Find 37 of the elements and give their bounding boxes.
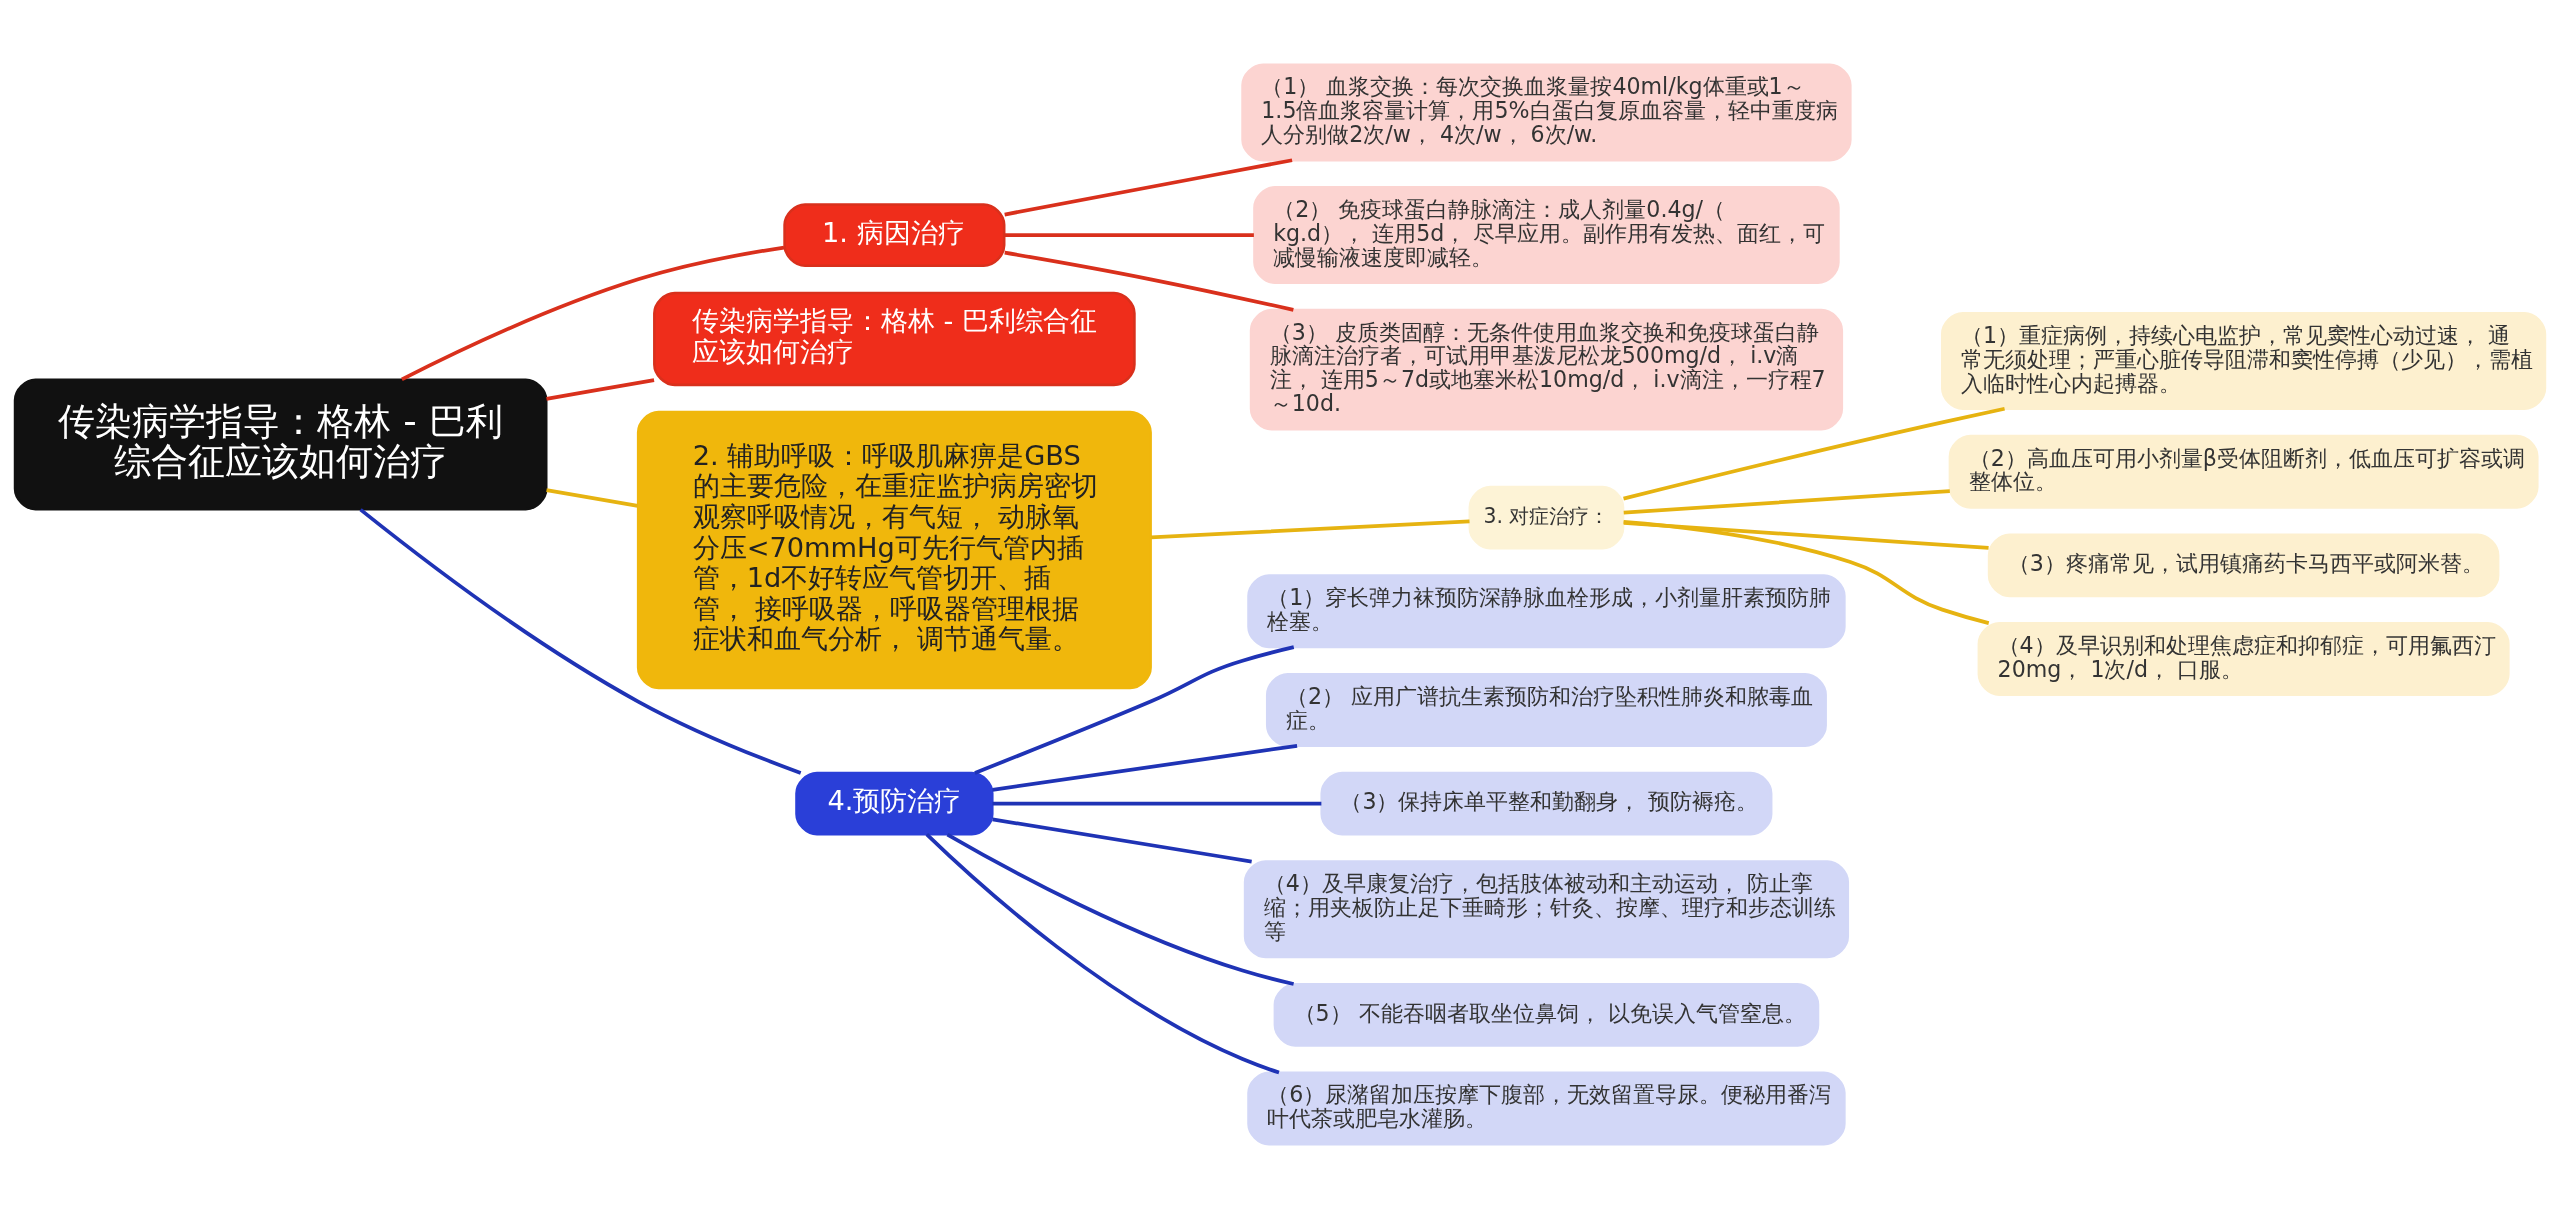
connector (992, 801, 1322, 806)
connector (1150, 519, 1470, 540)
node-box: （2）高血压可用小剂量β受体阻断剂，低血压可扩容或调整体位。 (1948, 434, 2539, 509)
connector (992, 817, 1252, 864)
connector (546, 488, 639, 508)
connector (1623, 489, 1950, 515)
connector (1004, 250, 1294, 312)
node-box: （2） 免疫球蛋白静脉滴注：成人剂量0.4g/（kg.d）， 连用5d， 尽早应用。副作用有发热、面红，可减慢输液速度即减轻。 (1253, 186, 1840, 284)
node-box: 传染病学指导：格林 - 巴利综合征应该如何治疗 (653, 291, 1136, 387)
node-box: 3. 对症治疗： (1468, 485, 1625, 550)
connector (925, 833, 1280, 1075)
connector (992, 743, 1298, 792)
connector (1623, 521, 1989, 550)
connector (546, 378, 655, 401)
node-box: （1）穿长弹力袜预防深静脉血栓形成，小剂量肝素预防肺栓塞。 (1247, 574, 1846, 649)
connector (1004, 158, 1293, 217)
node-box: （5） 不能吞咽者取坐位鼻饲， 以免误入气管窒息。 (1273, 982, 1820, 1047)
connector (1623, 406, 2005, 501)
node-box: （3） 皮质类固醇：无条件使用血浆交换和免疫球蛋白静脉滴注治疗者，可试用甲基泼尼松龙500mg/d， i.v滴注， 连用5～7d或地塞米松10mg/d， i.v滴注，一疗程7～10d. (1249, 308, 1844, 431)
node-box: 1. 病因治疗 (783, 203, 1006, 267)
connector (974, 645, 1295, 775)
node-box: （6）尿潴留加压按摩下腹部，无效留置导尿。便秘用番泻叶代茶或肥皂水灌肠。 (1247, 1071, 1846, 1146)
node-box: 传染病学指导：格林 - 巴利综合征应该如何治疗 (13, 378, 548, 511)
node-box: （3）保持床单平整和勤翻身， 预防褥疮。 (1320, 771, 1773, 836)
node-box: （2） 应用广谱抗生素预防和治疗坠积性肺炎和脓毒血症。 (1265, 673, 1827, 748)
connector (401, 245, 785, 382)
node-box: （4）及早康复治疗，包括肢体被动和主动运动， 防止挛缩；用夹板防止足下垂畸形；针灸、按摩、理疗和步态训练等 (1243, 860, 1850, 959)
node-box: 2. 辅助呼吸：呼吸肌麻痹是GBS的主要危险，在重症监护病房密切观察呼吸情况，有气短， 动脉氧分压<70mmHg可先行气管内插管，1d不好转应气管切开、插管， 接呼吸器，呼吸器管理根据症状和血气分析， 调节通气量。 (636, 410, 1152, 690)
connector (359, 508, 802, 775)
node-box: 4.预防治疗 (795, 771, 994, 836)
node-box: （1）重症病例，持续心电监护，常见窦性心动过速， 通常无须处理；严重心脏传导阻滞和窦性停搏（少见），需植入临时性心内起搏器。 (1941, 312, 2547, 410)
node-box: （4）及早识别和处理焦虑症和抑郁症，可用氟西汀20mg， 1次/d， 口服。 (1977, 621, 2510, 696)
node-box: （1） 血浆交换：每次交换血浆量按40ml/kg体重或1～1.5倍血浆容量计算，用5%白蛋白复原血容量，轻中重度病人分别做2次/w， 4次/w， 6次/w. (1241, 63, 1852, 162)
connector (1004, 233, 1254, 237)
connector (946, 833, 1295, 986)
connector (1623, 519, 1990, 625)
node-box: （3）疼痛常见，试用镇痛药卡马西平或阿米替。 (1987, 533, 2500, 598)
